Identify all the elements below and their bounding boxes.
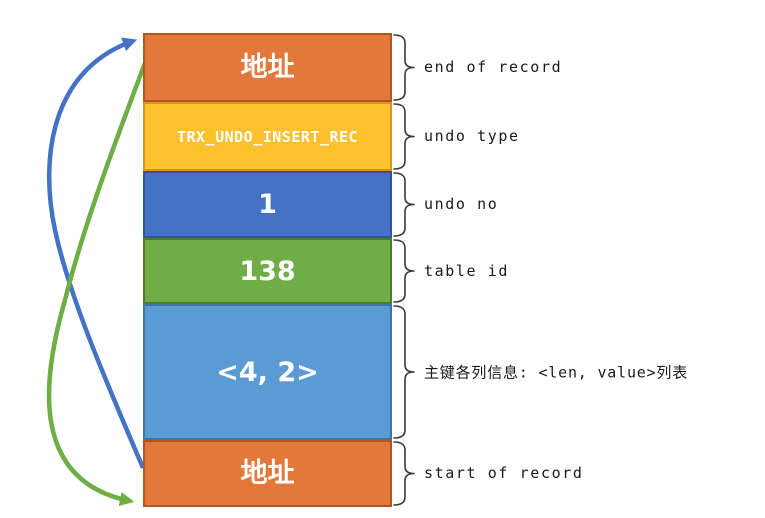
- box-primary-key-columns-value: <4, 2>: [216, 356, 319, 388]
- box-table-id-value: 138: [239, 255, 296, 287]
- blue-arrow: [46, 37, 146, 469]
- brace-primary-key-columns: [393, 305, 415, 439]
- box-undo-no-value: 1: [258, 189, 277, 220]
- annotation-undo-type: undo type: [424, 127, 520, 145]
- annotation-table-id: table id: [424, 262, 510, 280]
- box-end-of-record-address: 地址: [143, 33, 392, 102]
- box-undo-type: TRX_UNDO_INSERT_REC: [143, 102, 392, 171]
- annotation-undo-no: undo no: [424, 195, 499, 213]
- brace-undo-no: [393, 172, 415, 237]
- box-primary-key-columns: <4, 2>: [143, 304, 392, 440]
- brace-start-of-record: [393, 441, 415, 506]
- brace-undo-type: [393, 103, 415, 170]
- box-undo-no: 1: [143, 171, 392, 238]
- green-arrow: [46, 62, 148, 507]
- box-undo-type-value: TRX_UNDO_INSERT_REC: [176, 127, 359, 146]
- box-start-of-record-address-value: 地址: [240, 458, 295, 489]
- annotation-start-of-record: start of record: [424, 464, 584, 482]
- box-table-id: 138: [143, 238, 392, 304]
- brace-end-of-record: [393, 34, 415, 101]
- annotation-end-of-record: end of record: [424, 58, 563, 76]
- box-end-of-record-address-value: 地址: [240, 52, 295, 83]
- brace-table-id: [393, 239, 415, 303]
- annotation-primary-key-columns: 主键各列信息: <len, value>列表: [424, 363, 689, 382]
- box-start-of-record-address: 地址: [143, 440, 392, 507]
